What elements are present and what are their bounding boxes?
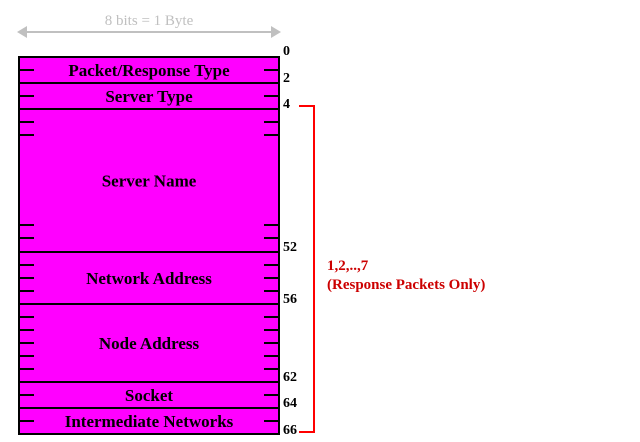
offset-label-4: 4 xyxy=(283,97,290,112)
field-packet-response-type-label: Packet/Response Type xyxy=(68,61,230,80)
offset-label-64: 64 xyxy=(283,396,297,411)
field-packet-response-type: Packet/Response Type xyxy=(18,56,280,84)
field-network-address-label: Network Address xyxy=(86,269,212,288)
field-node-address: Node Address xyxy=(18,303,280,383)
field-node-address-box xyxy=(18,303,280,383)
field-server-name-box xyxy=(18,108,280,253)
field-intermediate-networks: Intermediate Networks xyxy=(18,407,280,435)
offset-label-2: 2 xyxy=(283,71,290,86)
byte-width-indicator: 8 bits = 1 Byte xyxy=(17,13,281,38)
field-socket-label: Socket xyxy=(125,386,174,405)
repeat-bracket: 1,2,..,7 (Response Packets Only) xyxy=(299,105,485,433)
field-socket-box xyxy=(18,381,280,409)
field-socket: Socket xyxy=(18,381,280,409)
field-server-name: Server Name xyxy=(18,108,280,253)
field-server-type: Server Type xyxy=(18,82,280,110)
field-server-name-label: Server Name xyxy=(102,172,197,191)
field-network-address: Network Address xyxy=(18,251,280,305)
field-intermediate-networks-box xyxy=(18,407,280,435)
byte-offsets: 0 2 4 52 56 62 64 66 xyxy=(283,44,297,438)
offset-label-66: 66 xyxy=(283,423,297,438)
byte-width-label: 8 bits = 1 Byte xyxy=(105,13,194,29)
offset-label-56: 56 xyxy=(283,292,297,307)
byte-width-arrow-right-head xyxy=(271,26,281,38)
byte-width-arrow-left-head xyxy=(17,26,27,38)
offset-label-62: 62 xyxy=(283,370,297,385)
field-node-address-label: Node Address xyxy=(99,334,200,353)
response-packets-only-label: (Response Packets Only) xyxy=(327,277,485,293)
field-intermediate-networks-label: Intermediate Networks xyxy=(65,412,234,431)
repeat-bracket-line xyxy=(299,105,315,433)
offset-label-0: 0 xyxy=(283,44,290,59)
offset-label-52: 52 xyxy=(283,240,297,255)
field-server-type-box xyxy=(18,82,280,110)
field-server-type-label: Server Type xyxy=(105,87,193,106)
repeat-count-label: 1,2,..,7 xyxy=(327,258,369,274)
